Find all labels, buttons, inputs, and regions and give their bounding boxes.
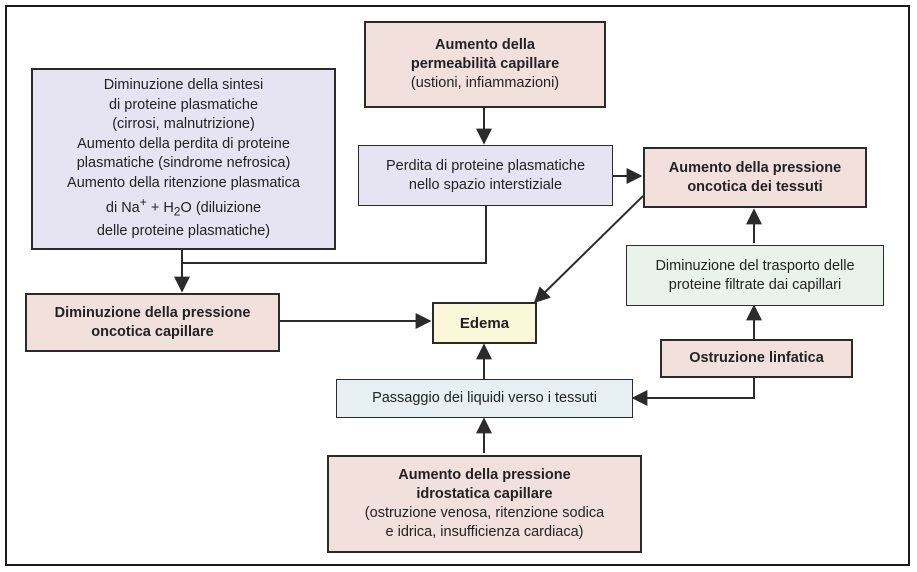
transport-line2: proteine filtrate dai capillari [668,276,842,293]
hydrostatic-detail-line1: (ostruzione venosa, ritenzione sodica [364,505,605,521]
plasma-protein-causes-box: Diminuzione della sintesi di proteine pl… [31,68,336,250]
hydrostatic-detail-line2: e idrica, insufficienza cardiaca) [385,524,584,540]
protein-loss-line2: nello spazio interstiziale [408,176,563,193]
hydrostatic-pressure-box: Aumento della pressione idrostatica capi… [327,455,642,553]
arrow-lymphatic-to-fluid-passage [631,378,755,406]
causes-line8: delle proteine plasmatiche) [96,223,271,240]
hydrostatic-title-line1: Aumento della pressione [398,467,571,483]
arrow-tissue-pressure-to-edema [533,195,644,304]
hydrostatic-title-line2: idrostatica capillare [416,486,553,502]
capillary-permeability-box: Aumento della permeabilità capillare (us… [364,21,606,108]
tissue-pressure-line2: oncotica dei tessuti [687,178,823,195]
causes-line2: di proteine plasmatiche [108,96,259,113]
arrow-protein-loss-to-capillary-pressure [182,206,487,264]
capillary-pressure-line1: Diminuzione della pressione [54,304,251,321]
permeability-title-line1: Aumento della [435,37,535,53]
causes-line7-sup: + [139,195,147,210]
causes-line7: di Na+ + H2O (diluizione [106,193,261,222]
causes-line7-post: O (diluizione [180,199,262,216]
causes-line1: Diminuzione della sintesi [103,77,264,94]
permeability-title-line2: permeabilità capillare [410,56,560,72]
causes-line3: (cirrosi, malnutrizione) [112,116,255,133]
edema-box: Edema [432,302,537,344]
protein-loss-box: Perdita di proteine plasmatiche nello sp… [358,145,613,206]
edema-label: Edema [459,314,510,332]
causes-line7-pre: di Na [105,199,140,216]
transport-line1: Diminuzione del trasporto delle [655,257,855,274]
causes-line7-sub: 2 [173,204,181,219]
tissue-oncotic-pressure-box: Aumento della pressione oncotica dei tes… [643,147,867,208]
fluid-passage-label: Passaggio dei liquidi verso i tessuti [372,390,597,406]
tissue-pressure-line1: Aumento della pressione [668,159,842,176]
capillary-oncotic-pressure-box: Diminuzione della pressione oncotica cap… [25,293,280,352]
capillary-pressure-line2: oncotica capillare [91,323,214,340]
causes-line6: Aumento della ritenzione plasmatica [67,174,300,191]
causes-line4: Aumento della perdita di proteine [77,135,290,152]
permeability-detail: (ustioni, infiammazioni) [410,75,560,91]
causes-line7-mid: + H [146,199,174,216]
causes-line5: plasmatiche (sindrome nefrosica) [76,155,291,172]
protein-transport-box: Diminuzione del trasporto delle proteine… [626,245,884,306]
fluid-passage-box: Passaggio dei liquidi verso i tessuti [336,379,633,418]
protein-loss-line1: Perdita di proteine plasmatiche [385,157,586,174]
lymphatic-label: Ostruzione linfatica [689,350,824,366]
lymphatic-obstruction-box: Ostruzione linfatica [660,339,853,378]
